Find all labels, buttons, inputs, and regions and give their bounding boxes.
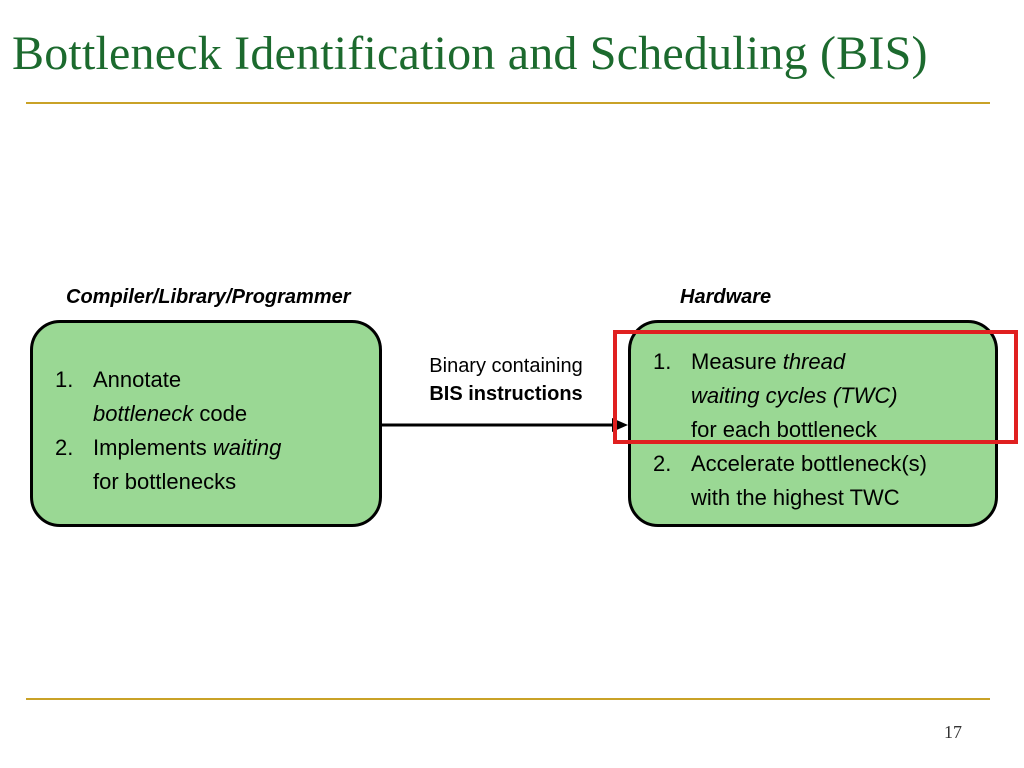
list-item-text: thread [782, 349, 846, 374]
list-item-text: Measure [691, 349, 783, 374]
list-item-line: Annotate [93, 363, 379, 397]
flow-arrow [382, 418, 628, 432]
list-item-line: bottleneck code [93, 397, 379, 431]
list-item: 1. Annotate bottleneck code [55, 363, 379, 431]
hardware-steps-list: 1. Measure thread waiting cycles (TWC) for … [653, 345, 995, 515]
list-item-line: Implements waiting [93, 431, 379, 465]
list-item-text: Annotate [93, 367, 182, 392]
list-item-number: 1. [55, 367, 74, 392]
list-item: 2. Implements waiting for bottlenecks [55, 431, 379, 499]
list-item-text: bottleneck [93, 401, 194, 426]
list-item-text: for each bottleneck [691, 417, 877, 442]
list-item: 2. Accelerate bottleneck(s) with the highe… [653, 447, 995, 515]
list-item-text: with the highest TWC [691, 485, 900, 510]
highlight-box [613, 330, 1018, 444]
left-column-heading: Compiler/Library/Programmer [66, 286, 351, 308]
list-item-text: Implements [93, 435, 213, 460]
list-item: 1. Measure thread waiting cycles (TWC) for … [653, 345, 995, 447]
list-item-number: 2. [653, 451, 672, 476]
list-item-line: waiting cycles (TWC) [691, 379, 995, 413]
software-steps-list: 1. Annotate bottleneck code 2. Implements wa… [55, 363, 379, 499]
software-box: 1. Annotate bottleneck code 2. Implements wa… [30, 320, 382, 527]
list-item-line: for each bottleneck [691, 413, 995, 447]
right-column-heading: Hardware [680, 286, 772, 308]
footer-divider [26, 698, 990, 700]
list-item-number: 2. [55, 435, 74, 460]
list-item-line: for bottlenecks [93, 465, 379, 499]
list-item-text: waiting cycles (TWC) [691, 383, 898, 408]
connector-label-line1: Binary containing [429, 355, 583, 377]
list-item-text: code [193, 401, 248, 426]
list-item-line: with the highest TWC [691, 481, 995, 515]
list-item-text: waiting [212, 435, 282, 460]
hardware-box: 1. Measure thread waiting cycles (TWC) for … [628, 320, 998, 527]
list-item-line: Accelerate bottleneck(s) [691, 447, 995, 481]
list-item-line: Measure thread [691, 345, 995, 379]
list-item-text: Accelerate bottleneck(s) [691, 451, 927, 476]
connector-label: Binary containing BIS instructions [398, 352, 614, 408]
title-divider [26, 102, 990, 104]
list-item-text: for bottlenecks [93, 469, 237, 494]
slide-title: Bottleneck Identification and Scheduling… [12, 27, 928, 80]
connector-label-line2: BIS instructions [429, 383, 583, 405]
page-number: 17 [944, 722, 962, 742]
list-item-number: 1. [653, 349, 672, 374]
